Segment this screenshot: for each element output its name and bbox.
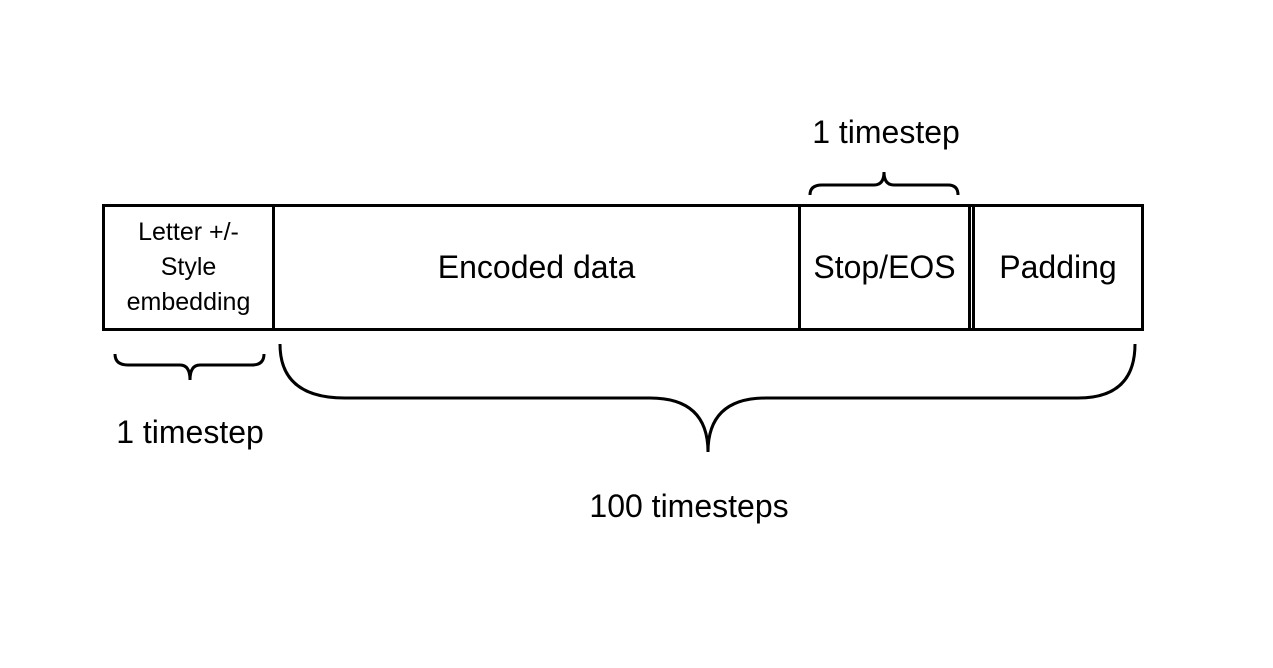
left-brace: [113, 353, 266, 381]
letter-line-3: embedding: [126, 288, 251, 316]
bottom-timesteps-label: 100 timesteps: [589, 488, 789, 524]
bottom-brace: [278, 343, 1137, 453]
encoded-data-label: Encoded data: [437, 249, 636, 285]
padding-segment: Padding: [972, 204, 1144, 331]
left-timestep-label: 1 timestep: [116, 414, 264, 450]
letter-line-1: Letter +/-: [138, 218, 239, 246]
letter-line-2: Style: [160, 253, 217, 281]
top-timestep-label: 1 timestep: [812, 114, 960, 150]
sequence-bar: Letter +/- Style embedding Encoded data …: [102, 204, 1144, 331]
top-brace: [808, 171, 960, 196]
stop-eos-segment: Stop/EOS: [798, 204, 968, 331]
encoded-data-segment: Encoded data: [272, 204, 798, 331]
segment-divider: [968, 204, 972, 331]
stop-eos-label: Stop/EOS: [813, 249, 956, 285]
padding-label: Padding: [999, 249, 1117, 285]
letter-style-embedding-segment: Letter +/- Style embedding: [102, 204, 272, 331]
